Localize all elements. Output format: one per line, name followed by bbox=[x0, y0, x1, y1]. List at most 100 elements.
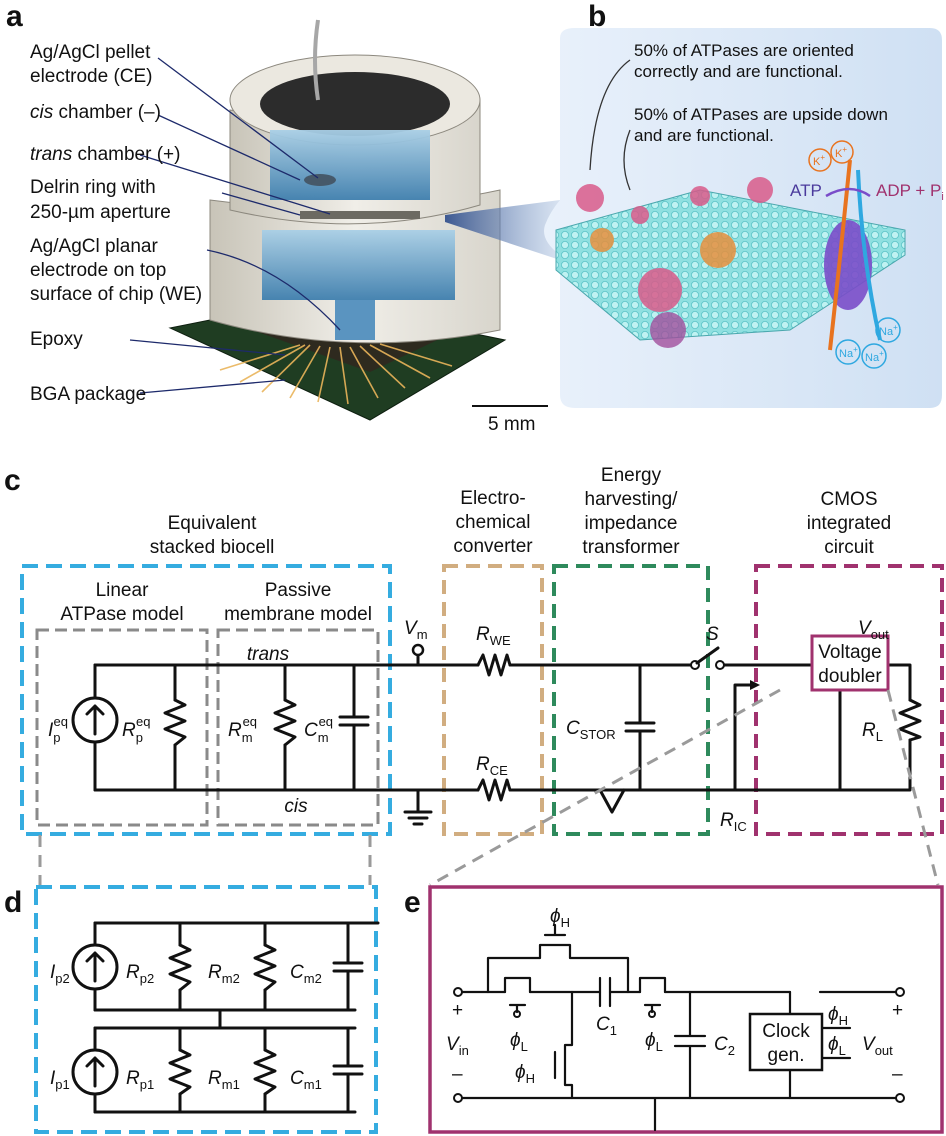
ion-na-1: Na+ bbox=[875, 317, 901, 343]
panel-d-wires bbox=[93, 921, 380, 1114]
label-cm1: Cm1 bbox=[290, 1068, 322, 1092]
box-cmos bbox=[754, 564, 944, 836]
zoom-lines-d bbox=[38, 835, 372, 885]
svg-text:K+: K+ bbox=[813, 153, 825, 168]
atpase-proteins bbox=[576, 177, 773, 348]
label-vin: Vin bbox=[446, 1034, 469, 1058]
current-source-arrow bbox=[85, 704, 105, 736]
current-source-ip2-arrow bbox=[85, 951, 105, 983]
label-switch-s: S bbox=[706, 624, 719, 645]
delrin-ring-label-2: 250-µm aperture bbox=[30, 202, 171, 223]
resistor-rl bbox=[898, 698, 922, 742]
label-ric: RIC bbox=[720, 810, 747, 834]
title-cmos-2: integrated bbox=[807, 513, 892, 534]
title-atpase-2: ATPase model bbox=[60, 604, 183, 625]
panel-a: a Ag/AgCl pellet bbox=[6, 0, 548, 435]
panel-label-d: d bbox=[4, 886, 22, 919]
label-clock-phi-h: ϕH bbox=[828, 1004, 848, 1028]
label-vout-plus: + bbox=[892, 1000, 903, 1021]
panel-label-b: b bbox=[588, 0, 606, 33]
pellet-electrode-label-1: Ag/AgCl pellet bbox=[30, 42, 151, 63]
node-trans-label: trans bbox=[247, 644, 290, 665]
delrin-ring-label-1: Delrin ring with bbox=[30, 177, 156, 198]
title-harvest-2: harvesting/ bbox=[585, 489, 679, 510]
panel-b: b 50% of ATPases are oriented correctly … bbox=[445, 0, 944, 408]
label-rp-eq: Rpeq bbox=[122, 714, 150, 745]
note-correct-2: correctly and are functional. bbox=[634, 62, 843, 81]
group-titles: Equivalent stacked biocell Electro- chem… bbox=[60, 465, 891, 625]
vout-plus-terminal bbox=[895, 987, 905, 997]
panel-label-e: e bbox=[404, 886, 421, 919]
box-converter bbox=[442, 564, 544, 836]
label-rl: RL bbox=[862, 720, 883, 744]
box-harvester bbox=[552, 564, 710, 836]
label-c2: C2 bbox=[714, 1034, 735, 1058]
panel-c: c Equivalent stacked biocell Electro- ch… bbox=[4, 464, 944, 887]
svg-text:Na+: Na+ bbox=[839, 345, 858, 360]
bga-label: BGA package bbox=[30, 384, 146, 405]
trans-chamber-label: trans chamber (+) bbox=[30, 144, 180, 165]
label-phi-l-right: ϕL bbox=[645, 1030, 663, 1054]
pellet-electrode bbox=[304, 174, 336, 186]
doubler-label-2: doubler bbox=[818, 666, 882, 687]
clock-generator-block bbox=[748, 1012, 824, 1072]
ion-k-1: K+ bbox=[808, 148, 832, 172]
pellet-electrode-wire bbox=[313, 19, 320, 101]
orientation-notes: 50% of ATPases are oriented correctly an… bbox=[634, 41, 888, 145]
node-cis-label: cis bbox=[284, 796, 308, 817]
svg-text:Na+: Na+ bbox=[879, 323, 898, 338]
planar-electrode-label-3: surface of chip (WE) bbox=[30, 284, 202, 305]
title-membrane-1: Passive bbox=[265, 580, 332, 601]
label-rwe: RWE bbox=[476, 624, 511, 648]
resistor-rm-eq bbox=[273, 698, 297, 747]
note-upside-1: 50% of ATPases are upside down bbox=[634, 105, 888, 124]
label-vm: Vm bbox=[404, 618, 428, 642]
clock-label-2: gen. bbox=[768, 1045, 805, 1066]
resistor-rm2 bbox=[253, 943, 277, 992]
resistor-rp2 bbox=[168, 943, 192, 992]
panel-label-c: c bbox=[4, 464, 21, 497]
title-converter-2: chemical bbox=[456, 512, 531, 533]
label-rm2: Rm2 bbox=[208, 962, 240, 986]
label-cm-eq: Cmeq bbox=[304, 714, 333, 745]
label-vout-c: Vout bbox=[858, 618, 889, 642]
box-atpase-model bbox=[35, 628, 209, 827]
title-biocell-2: stacked biocell bbox=[150, 537, 275, 558]
zoom-beam bbox=[445, 200, 560, 260]
box-voltage-doubler bbox=[428, 885, 944, 1134]
resistor-rce bbox=[476, 778, 512, 802]
label-phi-l-left: ϕL bbox=[510, 1030, 528, 1054]
pellet-electrode-label-2: electrode (CE) bbox=[30, 66, 153, 87]
title-cmos-1: CMOS bbox=[821, 489, 878, 510]
panel-label-a: a bbox=[6, 0, 23, 33]
title-membrane-2: membrane model bbox=[224, 604, 372, 625]
scale-bar-label: 5 mm bbox=[488, 414, 536, 435]
label-cm2: Cm2 bbox=[290, 962, 322, 986]
title-atpase-1: Linear bbox=[96, 580, 149, 601]
resistor-rm1 bbox=[253, 1048, 277, 1096]
ion-na-2: Na+ bbox=[835, 339, 861, 365]
voltage-doubler-block bbox=[810, 634, 890, 692]
svg-text:K+: K+ bbox=[835, 145, 847, 160]
title-harvest-3: impedance bbox=[585, 513, 678, 534]
label-cstor: CSTOR bbox=[566, 718, 616, 742]
title-biocell-1: Equivalent bbox=[168, 513, 257, 534]
label-rm1: Rm1 bbox=[208, 1068, 240, 1092]
title-cmos-3: circuit bbox=[824, 537, 874, 558]
resistor-rp-eq bbox=[163, 698, 187, 747]
panel-e-wires bbox=[461, 923, 897, 1132]
panel-e: e Clock gen. ϕH ϕL ϕH ϕL bbox=[404, 885, 944, 1134]
label-vin-plus: + bbox=[452, 1000, 463, 1021]
panel-d: d Ip2 Rp2 Rm2 Cm2 Ip1 Rp1 Rm1 Cm1 bbox=[4, 885, 380, 1134]
box-biocell bbox=[20, 564, 392, 836]
vout-minus-terminal bbox=[895, 1093, 905, 1103]
title-converter-1: Electro- bbox=[460, 488, 525, 509]
panel-a-labels: Ag/AgCl pellet electrode (CE) cis chambe… bbox=[30, 42, 202, 405]
panel-a-leaders bbox=[129, 57, 341, 394]
note-upside-2: and are functional. bbox=[634, 126, 774, 145]
zoom-lines-e bbox=[429, 688, 940, 887]
label-clock-phi-l: ϕL bbox=[828, 1034, 846, 1058]
current-source-ip1-arrow bbox=[85, 1056, 105, 1088]
cis-chamber-label: cis chamber (–) bbox=[30, 102, 161, 123]
